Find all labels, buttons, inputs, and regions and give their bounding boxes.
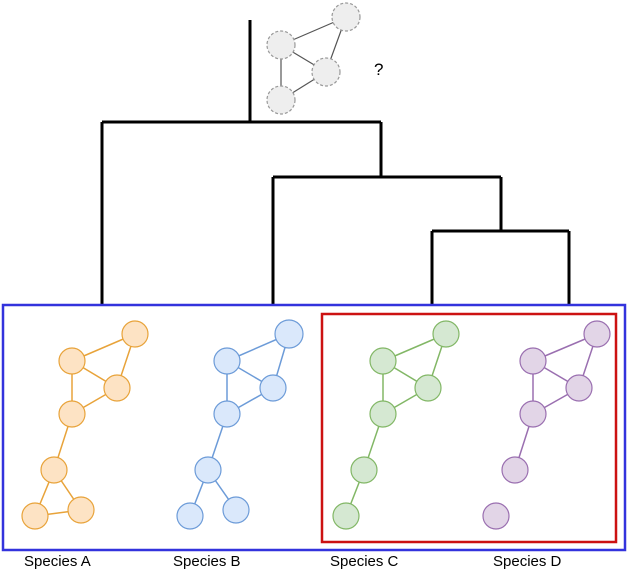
- network-node: [176, 502, 204, 530]
- network-node: [213, 347, 241, 375]
- network-node: [350, 456, 378, 484]
- network-node: [194, 456, 222, 484]
- network-node: [67, 496, 95, 524]
- network-node: [121, 320, 149, 348]
- ancestral-node: [311, 57, 341, 87]
- network-node: [274, 319, 304, 349]
- network-node: [519, 347, 547, 375]
- network-node: [222, 496, 250, 524]
- network-node: [414, 374, 442, 402]
- species-c-network: [332, 320, 460, 530]
- unknown-ancestor-question-mark: ?: [374, 60, 383, 79]
- species-cd-box: [320, 312, 618, 544]
- species-d-network: [482, 320, 611, 530]
- network-node: [40, 456, 68, 484]
- network-node: [501, 456, 529, 484]
- species-c-label: Species C: [330, 553, 399, 570]
- ancestral-node: [266, 30, 296, 60]
- network-node: [58, 347, 86, 375]
- network-node: [519, 400, 547, 428]
- ancestral-node: [331, 2, 361, 32]
- ancestral-nodes: [266, 2, 361, 115]
- network-node: [213, 400, 241, 428]
- ancestral-node: [266, 85, 296, 115]
- network-node: [432, 320, 460, 348]
- network-node: [369, 400, 397, 428]
- ancestral-edges: [280, 16, 347, 101]
- network-node: [103, 374, 131, 402]
- species-b-label: Species B: [173, 553, 241, 570]
- species-b-network: [176, 319, 304, 530]
- network-node: [482, 502, 510, 530]
- network-node: [565, 374, 593, 402]
- network-node: [583, 320, 611, 348]
- species-d-label: Species D: [493, 553, 562, 570]
- network-node: [332, 502, 360, 530]
- network-node: [21, 502, 49, 530]
- ancestral-network: ?: [266, 2, 383, 115]
- network-node: [58, 400, 86, 428]
- all-species-box: [1, 303, 627, 552]
- species-a-label: Species A: [24, 553, 91, 570]
- network-node: [369, 347, 397, 375]
- phylogenetic-tree: [100, 20, 571, 305]
- network-node: [259, 374, 287, 402]
- species-a-network: [21, 320, 149, 530]
